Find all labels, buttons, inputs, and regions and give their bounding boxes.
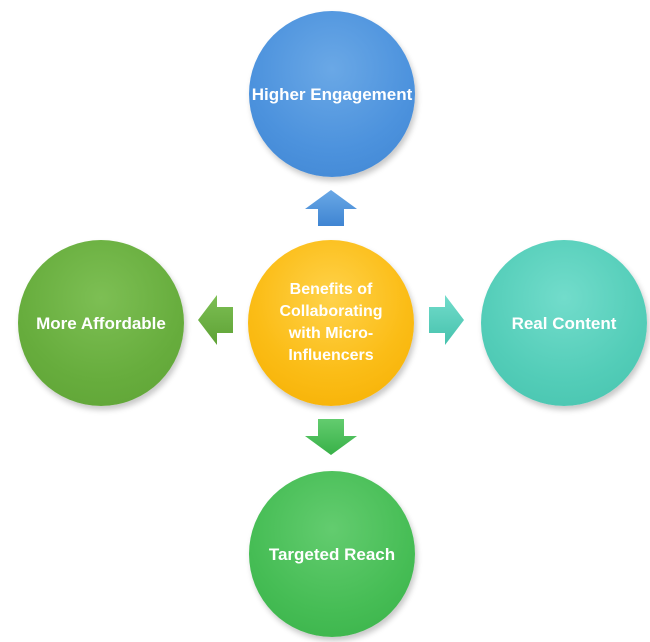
arrow-down-icon (305, 419, 357, 455)
center-label: Benefits of Collaborating with Micro-Inf… (279, 281, 383, 364)
arrow-right-icon (429, 295, 464, 345)
node-real-content: Real Content (481, 240, 647, 406)
node-label: Higher Engagement (251, 84, 413, 104)
node-label: More Affordable (36, 313, 166, 333)
center-node: Benefits of Collaborating with Micro-Inf… (248, 240, 414, 406)
node-label: Targeted Reach (268, 544, 396, 564)
node-targeted-reach: Targeted Reach (249, 471, 415, 637)
node-label: Real Content (511, 313, 617, 333)
node-higher-engagement: Higher Engagement (249, 11, 415, 177)
arrow-up-icon (305, 190, 357, 226)
node-more-affordable: More Affordable (18, 240, 184, 406)
arrow-left-icon (198, 295, 233, 345)
